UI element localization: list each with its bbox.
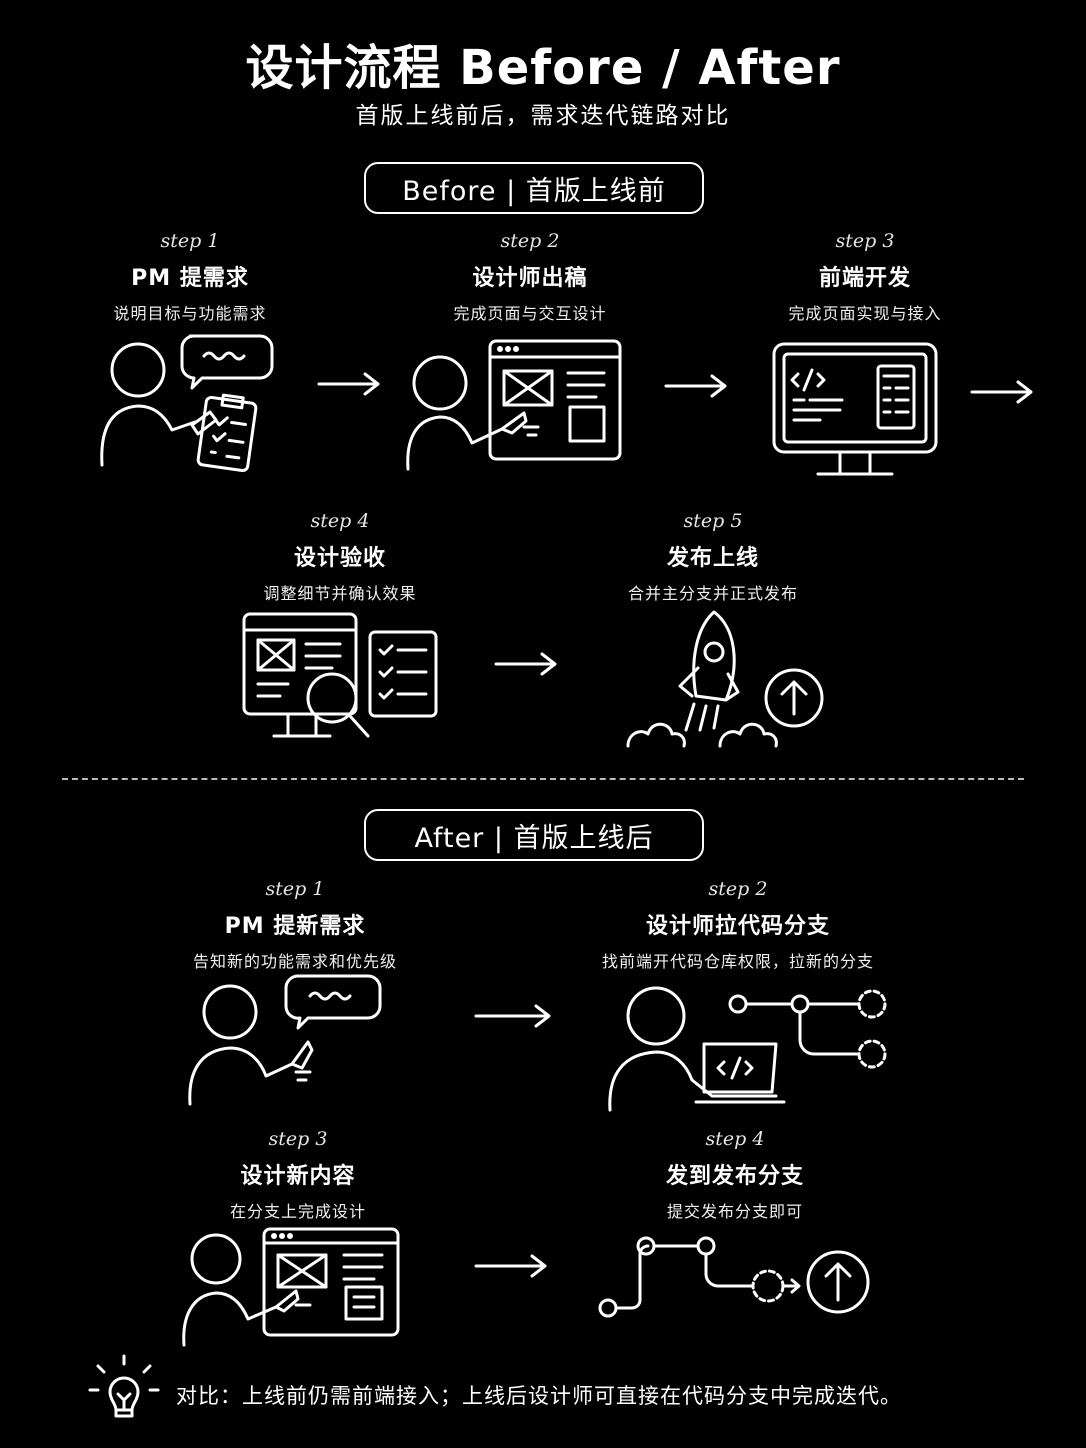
step-number: step 5 — [683, 510, 743, 532]
designer-new-content-illustration — [182, 1227, 400, 1347]
step-title: PM 提新需求 — [224, 914, 366, 939]
step-description: 合并主分支并正式发布 — [627, 584, 798, 603]
after-step-4: step 4 发到发布分支 提交发布分支即可 — [555, 1128, 915, 1222]
step-description: 说明目标与功能需求 — [113, 304, 267, 323]
footer-comparison-note: 对比：上线前仍需前端接入；上线后设计师可直接在代码分支中完成迭代。 — [176, 1384, 902, 1408]
upload-circle-icon — [764, 668, 824, 728]
step-number: step 1 — [160, 230, 220, 252]
after-step-3: step 3 设计新内容 在分支上完成设计 — [118, 1128, 478, 1222]
pointing-hand-icon — [290, 1040, 314, 1070]
arrow-icon — [494, 652, 557, 676]
pointing-hand-icon — [274, 1289, 300, 1313]
speech-bubble-icon — [284, 974, 382, 1030]
step-title: 设计新内容 — [240, 1164, 356, 1189]
pointing-hand-icon — [500, 411, 528, 435]
step-title: 设计验收 — [293, 546, 386, 571]
pm-speaking-illustration — [188, 974, 382, 1106]
rocket-icon — [692, 610, 736, 702]
step-title: 发布上线 — [666, 546, 759, 571]
step-number: step 1 — [265, 878, 325, 900]
monitor-icon — [772, 342, 938, 454]
rocket-launch-illustration — [626, 610, 824, 748]
section-divider — [62, 778, 1024, 780]
before-section-label: Before | 首版上线前 — [364, 162, 704, 214]
step-number: step 4 — [705, 1128, 765, 1150]
step-title: 设计师拉代码分支 — [645, 914, 830, 939]
arrow-icon — [474, 1254, 547, 1278]
step-number: step 3 — [835, 230, 895, 252]
branch-node-dashed-icon — [857, 989, 887, 1019]
step-number: step 2 — [500, 230, 560, 252]
code-monitor-illustration — [772, 342, 938, 476]
before-step-5: step 5 发布上线 合并主分支并正式发布 — [533, 510, 893, 604]
browser-window-icon — [488, 339, 622, 461]
step-number: step 4 — [310, 510, 370, 532]
step-title: PM 提需求 — [131, 266, 249, 291]
image-placeholder-icon — [276, 1253, 328, 1289]
checklist-icon — [368, 630, 438, 718]
laptop-icon — [702, 1042, 778, 1094]
lightbulb-icon — [88, 1354, 160, 1418]
design-review-illustration — [242, 612, 438, 738]
step-description: 调整细节并确认效果 — [263, 584, 417, 603]
step-number: step 3 — [268, 1128, 328, 1150]
step-title: 前端开发 — [818, 266, 911, 291]
arrow-icon — [317, 372, 380, 396]
upload-circle-icon — [806, 1250, 870, 1314]
arrow-icon — [970, 380, 1033, 404]
monitor-icon — [242, 612, 358, 716]
branch-node-icon — [728, 994, 748, 1014]
arrow-icon — [664, 374, 727, 398]
person-head-icon — [412, 355, 468, 411]
step-description: 告知新的功能需求和优先级 — [192, 952, 397, 971]
after-step-1: step 1 PM 提新需求 告知新的功能需求和优先级 — [115, 878, 475, 972]
magnifier-icon — [306, 672, 358, 724]
before-step-4: step 4 设计验收 调整细节并确认效果 — [160, 510, 520, 604]
browser-window-icon — [262, 1227, 400, 1337]
person-head-icon — [110, 342, 166, 398]
step-title: 设计师出稿 — [472, 266, 588, 291]
person-head-icon — [626, 986, 686, 1046]
step-description: 完成页面实现与接入 — [788, 304, 942, 323]
code-glyph-icon — [716, 1056, 754, 1080]
designer-branch-illustration — [608, 986, 887, 1112]
pm-clipboard-illustration — [100, 334, 274, 473]
person-head-icon — [202, 984, 258, 1040]
clipboard-icon — [196, 395, 258, 473]
image-placeholder-icon — [256, 638, 296, 672]
after-section-label: After | 首版上线后 — [364, 809, 704, 861]
image-placeholder-icon — [502, 369, 554, 407]
step-description: 在分支上完成设计 — [229, 1202, 366, 1221]
designer-screen-illustration — [406, 339, 622, 471]
step-description: 提交发布分支即可 — [666, 1202, 803, 1221]
page-subtitle: 首版上线前后，需求迭代链路对比 — [355, 103, 731, 129]
page-title: 设计流程 Before / After — [245, 40, 841, 96]
person-head-icon — [190, 1233, 242, 1285]
release-branch-illustration — [598, 1236, 870, 1318]
arrow-icon — [474, 1004, 551, 1028]
cloud-icon — [626, 722, 686, 748]
branch-node-icon — [598, 1298, 618, 1318]
before-step-3: step 3 前端开发 完成页面实现与接入 — [685, 230, 1045, 324]
step-description: 完成页面与交互设计 — [453, 304, 607, 323]
branch-node-dashed-icon — [751, 1269, 785, 1303]
step-description: 找前端开代码仓库权限，拉新的分支 — [601, 952, 874, 971]
after-step-2: step 2 设计师拉代码分支 找前端开代码仓库权限，拉新的分支 — [578, 878, 898, 972]
before-step-1: step 1 PM 提需求 说明目标与功能需求 — [10, 230, 370, 324]
before-step-2: step 2 设计师出稿 完成页面与交互设计 — [350, 230, 710, 324]
step-number: step 2 — [708, 878, 768, 900]
speech-bubble-icon — [180, 334, 274, 390]
code-glyph-icon — [790, 368, 826, 392]
step-title: 发到发布分支 — [665, 1164, 804, 1189]
